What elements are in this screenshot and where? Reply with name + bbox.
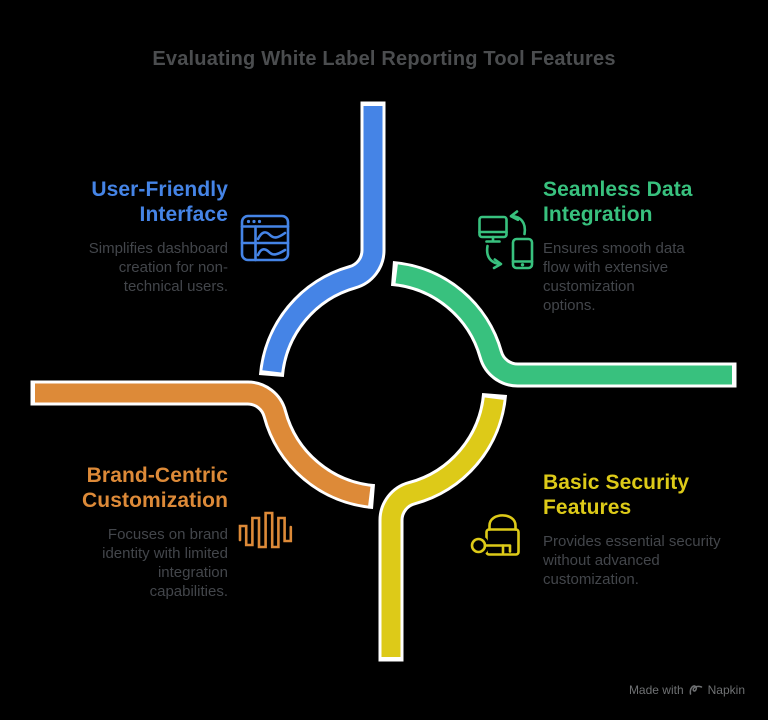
quadrant-user-friendly-interface: User-Friendly Interface Simplifies dashb…	[8, 177, 228, 296]
square-waveform-icon	[238, 511, 293, 549]
body-line: Ensures smooth data	[543, 240, 685, 257]
ring-segment-brand-centric-customization	[35, 383, 371, 506]
heading-line: Seamless Data	[543, 178, 693, 201]
body-line: customization	[543, 278, 635, 295]
quadrant-body: Focuses on brand identity with limited i…	[8, 525, 228, 601]
quadrant-heading: Brand-Centric Customization	[8, 463, 228, 513]
quadrant-heading: User-Friendly Interface	[8, 177, 228, 227]
body-line: Focuses on brand	[107, 526, 228, 543]
quadrant-heading: Basic Security Features	[543, 470, 763, 520]
body-line: Provides essential security	[543, 533, 721, 550]
body-line: options.	[543, 297, 596, 314]
heading-line: Brand-Centric	[86, 464, 228, 487]
body-line: technical users.	[123, 278, 228, 295]
napkin-scribble-icon	[689, 685, 702, 695]
ring-segment-user-friendly-interface	[262, 106, 383, 373]
body-line: identity with limited	[102, 545, 228, 562]
body-line: integration	[157, 564, 228, 581]
heading-line: Integration	[543, 203, 653, 226]
quadrant-seamless-data-integration: Seamless Data Integration Ensures smooth…	[543, 177, 753, 315]
footer-credit: Made with Napkin	[629, 683, 745, 697]
heading-line: Features	[543, 496, 632, 519]
body-line: customization.	[543, 571, 639, 588]
quadrant-brand-centric-customization: Brand-Centric Customization Focuses on b…	[8, 463, 228, 601]
body-line: flow with extensive	[543, 259, 669, 276]
page-title: Evaluating White Label Reporting Tool Fe…	[152, 48, 616, 70]
made-with-label: Made with	[628, 683, 684, 697]
heading-line: Basic Security	[543, 471, 690, 494]
body-line: Simplifies dashboard	[88, 240, 228, 257]
body-line: creation for non-	[118, 259, 228, 276]
heading-line: Customization	[82, 489, 228, 512]
quadrant-basic-security-features: Basic Security Features Provides essenti…	[543, 470, 763, 589]
quadrant-body: Provides essential security without adva…	[543, 532, 763, 589]
quadrant-body: Ensures smooth data flow with extensive …	[543, 239, 753, 315]
heading-line: User-Friendly	[91, 178, 228, 201]
body-line: without advanced	[543, 552, 660, 569]
quadrant-heading: Seamless Data Integration	[543, 177, 753, 227]
dashboard-window-icon	[240, 214, 290, 262]
ring-segment-basic-security-features	[381, 397, 504, 657]
device-sync-icon	[478, 210, 534, 270]
body-line: capabilities.	[149, 583, 228, 600]
heading-line: Interface	[139, 203, 228, 226]
lock-key-icon	[469, 514, 520, 556]
brand-label: Napkin	[707, 683, 745, 697]
ring-segment-seamless-data-integration	[395, 264, 732, 385]
quadrant-body: Simplifies dashboard creation for non- t…	[8, 239, 228, 296]
